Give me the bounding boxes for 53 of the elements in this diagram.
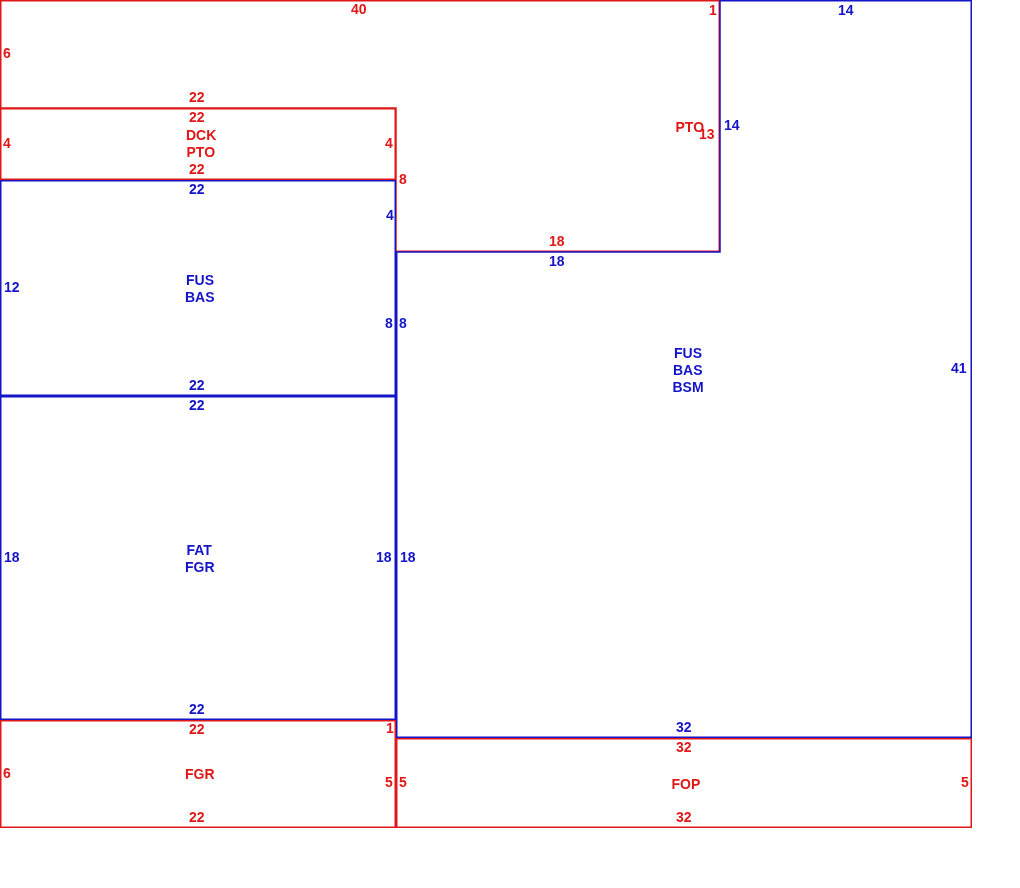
floor-area <box>0 396 396 720</box>
dimension-label: 40 <box>351 1 367 17</box>
area-code: FGR <box>185 559 215 575</box>
floor-area <box>0 0 720 252</box>
dimension-label: 22 <box>189 397 205 413</box>
dimension-label: 8 <box>399 315 407 331</box>
area-code: FGR <box>185 766 215 782</box>
floor-area <box>396 0 972 738</box>
floor-area <box>396 738 972 828</box>
dimension-label: 22 <box>189 721 205 737</box>
dimension-label: 22 <box>189 809 205 825</box>
dimension-label: 6 <box>3 45 11 61</box>
dimension-label: 32 <box>676 719 692 735</box>
area-code: FAT <box>186 542 212 558</box>
dimension-label: 32 <box>676 739 692 755</box>
dimension-label: 22 <box>189 181 205 197</box>
dimension-label: 1 <box>386 720 394 736</box>
dimension-label: 22 <box>189 109 205 125</box>
dimension-label: 18 <box>549 233 565 249</box>
floor-area <box>0 108 396 180</box>
area-code: BAS <box>673 362 703 378</box>
dimension-label: 4 <box>386 207 394 223</box>
dimension-label: 22 <box>189 161 205 177</box>
area-code: BAS <box>185 289 215 305</box>
dimension-label: 5 <box>385 774 393 790</box>
dimension-label: 8 <box>399 171 407 187</box>
dimension-label: 6 <box>3 765 11 781</box>
dimension-label: 18 <box>400 549 416 565</box>
area-code: DCK <box>186 127 217 143</box>
dimension-label: 5 <box>961 774 969 790</box>
dimension-label: 22 <box>189 377 205 393</box>
dimension-label: 18 <box>4 549 20 565</box>
dimension-label: 14 <box>724 117 740 133</box>
dimension-label: 22 <box>189 89 205 105</box>
dimension-label: 41 <box>951 360 967 376</box>
dimension-label: 8 <box>385 315 393 331</box>
area-code: FUS <box>186 272 214 288</box>
floor-area <box>0 720 396 828</box>
dimension-label: 22 <box>189 701 205 717</box>
dimension-label: 1 <box>709 2 717 18</box>
area-code: BSM <box>672 379 704 395</box>
dimension-label: 12 <box>4 279 20 295</box>
area-code: FOP <box>671 776 701 792</box>
dimension-label: 4 <box>385 135 393 151</box>
floor-area <box>0 180 396 396</box>
dimension-label: 4 <box>3 135 11 151</box>
dimension-label: 14 <box>838 2 854 18</box>
dimension-label: 5 <box>399 774 407 790</box>
area-code: FUS <box>674 345 702 361</box>
dimension-label: 32 <box>676 809 692 825</box>
area-code: PTO <box>186 144 216 160</box>
dimension-label: 18 <box>549 253 565 269</box>
dimension-label: 18 <box>376 549 392 565</box>
